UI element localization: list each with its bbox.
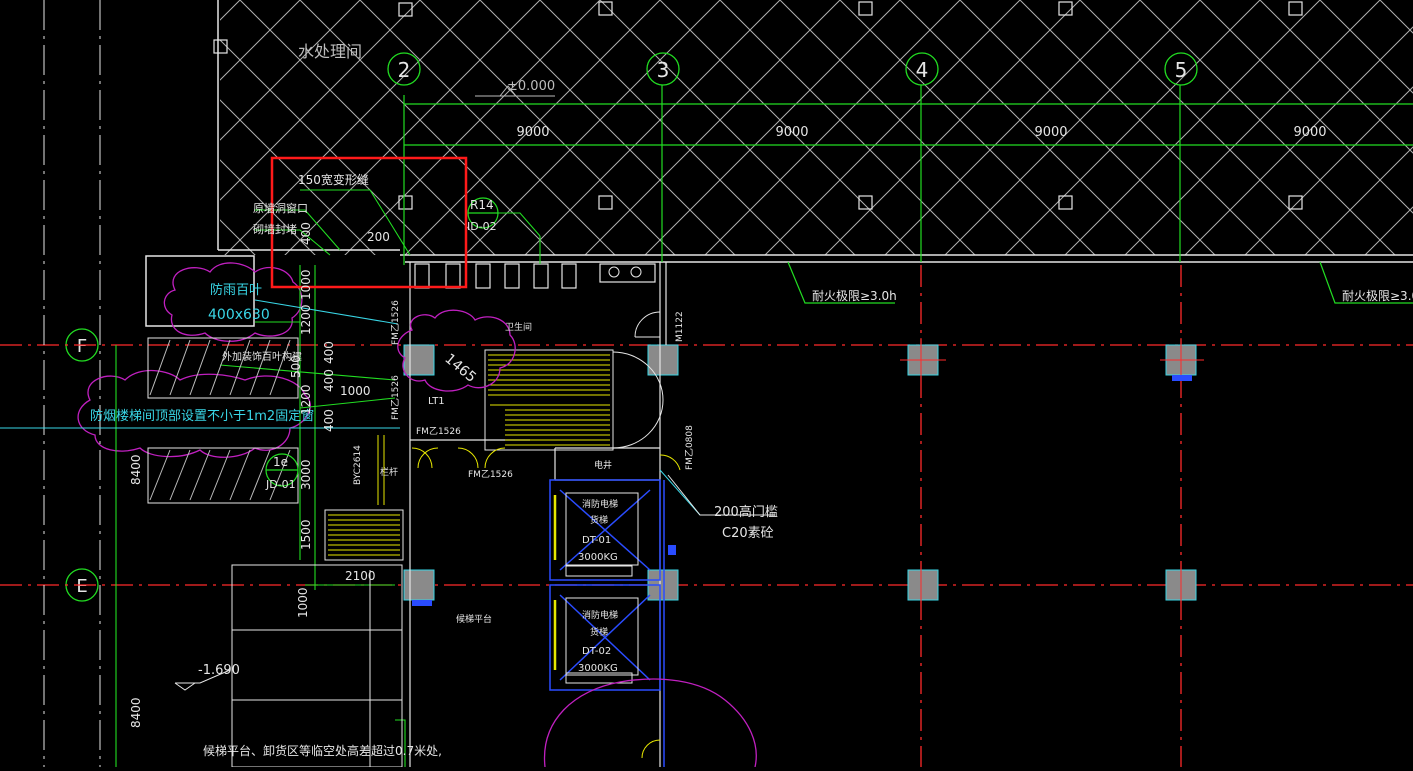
label-louver-size: 400x630: [208, 307, 270, 323]
stair-treads-lower: [328, 435, 400, 556]
bottom-note-1: 候梯平台、卸货区等临空处高差超过0.7米处,: [203, 743, 442, 758]
dim-left-1000b: 1000: [296, 587, 310, 618]
label-door-sill-1: 200高门槛: [714, 504, 778, 520]
axis-label-F: F: [77, 336, 87, 357]
index-circles: [265, 197, 499, 487]
blue-markers: [412, 375, 1192, 606]
index-id02: ID-02: [467, 220, 497, 233]
axis-label-3: 3: [657, 58, 670, 82]
stair-treads-upper: [488, 354, 610, 446]
hatched-slab: [220, 0, 1413, 255]
elevation-top-label: ±0.000: [507, 79, 555, 94]
label-existing-window: 原墙洞窗口: [253, 201, 308, 215]
label-door-sill-2: C20素砼: [722, 526, 774, 541]
top-dimension-lines: [403, 85, 1413, 265]
dim-left-1200b: 1200: [299, 384, 313, 415]
dim-left-400d: 400: [322, 409, 336, 432]
dim-stair-1000: 1000: [340, 384, 371, 398]
elev2-code: DT-02: [582, 646, 611, 657]
dim-bay-1: 9000: [516, 125, 549, 140]
dim-left-1500: 1500: [299, 519, 313, 550]
label-lt1: LT1: [428, 396, 445, 407]
label-m1122: M1122: [675, 311, 685, 342]
highlight-box[interactable]: [270, 156, 468, 289]
hatch-small-squares: [213, 1, 1303, 210]
elev1-load: 3000KG: [578, 552, 618, 563]
label-rail: 栏杆: [380, 466, 398, 478]
label-brick-sealed: 砌墙封堵: [253, 222, 297, 236]
room-water-label: 水处理间: [298, 42, 362, 61]
label-external-louver: 外加装饰百叶构建: [222, 350, 302, 363]
dim-left-400c: 400: [322, 369, 336, 392]
elev1-sub: 货梯: [590, 514, 608, 526]
structural-columns: [403, 344, 1197, 601]
dim-left-total-lower: 8400: [129, 697, 143, 728]
dim-bay-3: 9000: [1034, 125, 1067, 140]
dim-stair-2100: 2100: [345, 569, 376, 583]
left-stair-hatch: [149, 339, 291, 501]
green-leaders: [115, 189, 541, 767]
label-fm-b-4: FM乙0808: [684, 425, 695, 470]
dim-200: 200: [367, 230, 390, 244]
index-jd01: JD-01: [265, 478, 296, 491]
dim-bay-2: 9000: [775, 125, 808, 140]
revision-clouds: [77, 262, 757, 768]
core-walls: [409, 262, 667, 767]
dim-stair-1465: 1465: [441, 351, 479, 386]
label-expansion-joint: 150宽变形缝: [298, 172, 369, 187]
label-fm-b-3: FM乙1526: [390, 300, 401, 345]
label-waiting-platform: 候梯平台: [456, 613, 492, 625]
label-electric-well: 电井: [594, 459, 612, 471]
dim-left-3000: 3000: [299, 459, 313, 490]
building-outline: [145, 0, 1413, 327]
dim-left-500: 500: [289, 355, 303, 378]
left-reference-lines: [43, 0, 101, 767]
label-toilet: 卫生间: [505, 321, 532, 333]
elev1-code: DT-01: [582, 535, 611, 546]
label-louver: 防雨百叶: [210, 282, 262, 298]
elevation-low: -1.690: [198, 663, 240, 678]
dim-left-total-upper: 8400: [129, 454, 143, 485]
dim-left-400b: 400: [322, 341, 336, 364]
elev2-sub: 货梯: [590, 626, 608, 638]
label-fm-b-1: FM乙1526: [416, 426, 461, 437]
axis-label-2: 2: [398, 58, 411, 82]
dim-left-400a: 400: [299, 222, 313, 245]
axis-label-4: 4: [916, 58, 929, 82]
axis-label-5: 5: [1175, 58, 1188, 82]
label-byc: BYC2614: [353, 445, 363, 485]
elev2-title: 消防电梯: [582, 609, 618, 621]
elevator-shafts: [549, 479, 665, 767]
white-leaders: [174, 474, 775, 691]
axis-circles: [65, 52, 1198, 602]
index-1e: 1e: [273, 455, 288, 469]
cyan-leaders: [0, 299, 701, 516]
label-smoke-stair-note: 防烟楼梯间顶部设置不小于1m2固定窗: [90, 408, 314, 424]
column-crosshairs: [900, 338, 1204, 607]
left-stair-blocks: [147, 337, 403, 768]
elevation-marker-top: [475, 85, 555, 97]
door-swing-white: [634, 311, 661, 338]
fire-limit-leaders: [787, 261, 1413, 304]
fire-limit-label-1: 耐火极限≥3.0h: [812, 289, 897, 303]
dim-left-1200a: 1200: [299, 304, 313, 335]
label-fm-b-3b: FM乙1526: [390, 375, 401, 420]
index-r14: R14: [470, 198, 494, 212]
stair-outline: [324, 349, 664, 561]
elev2-load: 3000KG: [578, 663, 618, 674]
dim-bay-4: 9000: [1293, 125, 1326, 140]
grid-axis-lines: [0, 265, 1413, 767]
elev1-title: 消防电梯: [582, 498, 618, 510]
door-swings: [411, 447, 681, 759]
dim-left-1000: 1000: [299, 269, 313, 300]
elevator-cars: [565, 492, 639, 684]
sink-fixtures: [608, 266, 642, 278]
axis-label-E: E: [76, 576, 87, 597]
fire-limit-label-2: 耐火极限≥3.0h: [1342, 289, 1413, 303]
label-fm-b-2: FM乙1526: [468, 469, 513, 480]
